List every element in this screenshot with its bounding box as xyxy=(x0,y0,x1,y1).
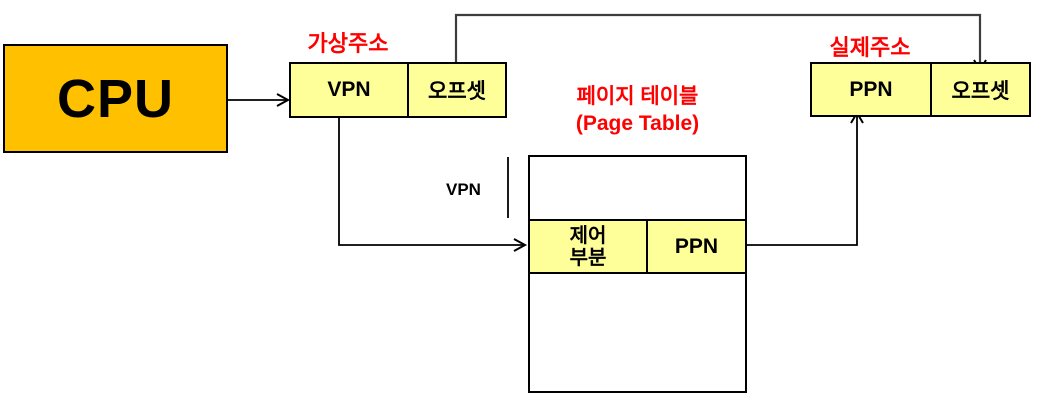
virtual-offset-cell: 오프셋 xyxy=(407,64,505,116)
physical-address-box: PPN 오프셋 xyxy=(810,62,1031,117)
page-table-title-korean: 페이지 테이블 xyxy=(576,85,699,108)
page-table-entry-row: 제어 부분 PPN xyxy=(528,219,747,274)
control-bits-cell: 제어 부분 xyxy=(530,221,646,272)
ppn-cell: PPN xyxy=(849,77,893,101)
page-table-title-english: (Page Table) xyxy=(575,112,700,136)
physical-offset-cell: 오프셋 xyxy=(930,64,1029,115)
virtual-address-title: 가상주소 xyxy=(307,31,389,56)
page-table-rect xyxy=(528,155,747,393)
page-table-title: 페이지 테이블 (Page Table) xyxy=(518,83,757,138)
vpn-cell: VPN xyxy=(327,78,371,101)
control-bits-line1: 제어 xyxy=(569,224,607,247)
control-bits-line2: 부분 xyxy=(569,246,607,269)
arrow-entry-to-ppn xyxy=(747,111,864,246)
virtual-address-box: VPN 오프셋 xyxy=(289,62,507,118)
cpu-box: CPU xyxy=(3,44,228,153)
physical-address-title: 실제주소 xyxy=(829,35,911,60)
cpu-label: CPU xyxy=(56,68,174,129)
arrow-cpu-to-virtual-address xyxy=(228,93,291,107)
vpn-index-label: VPN xyxy=(446,180,481,199)
entry-ppn-cell: PPN xyxy=(646,221,745,272)
